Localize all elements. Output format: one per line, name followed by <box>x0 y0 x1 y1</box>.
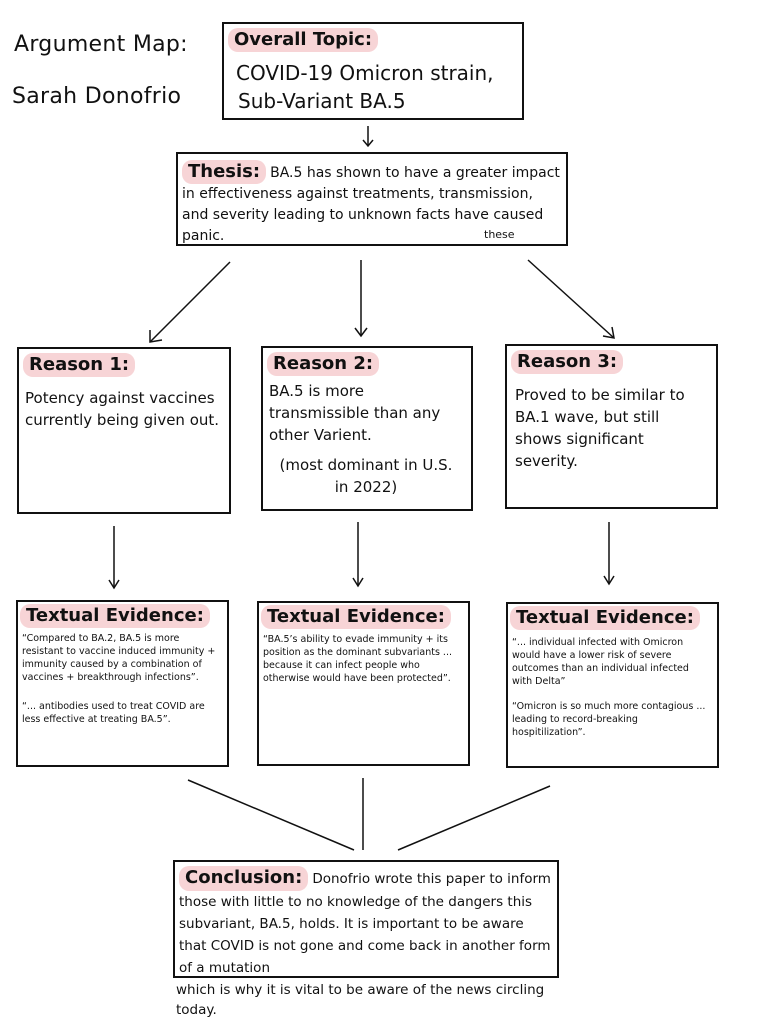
thesis-text: BA.5 has shown to have a greater impact … <box>182 165 560 244</box>
thesis-label: Thesis: <box>182 160 267 184</box>
evidence-label-3: Textual Evidence: <box>510 606 700 630</box>
evidence-quote-1b: “... antibodies used to treat COVID are … <box>22 701 205 725</box>
evidence-box-3: Textual Evidence: “... individual infect… <box>506 602 719 768</box>
reason-box-3: Reason 3: Proved to be similar to BA.1 w… <box>505 344 718 509</box>
conclusion-box: Conclusion:Donofrio wrote this paper to … <box>173 860 559 978</box>
reason-label-3: Reason 3: <box>511 350 624 374</box>
evidence-quote-3b: “Omicron is so much more contagious ... … <box>512 701 706 738</box>
thesis-box: Thesis:BA.5 has shown to have a greater … <box>176 152 568 246</box>
arrow-thesis-reason1 <box>149 261 231 343</box>
line-evidence1-conclusion <box>187 779 355 851</box>
reason-label-2: Reason 2: <box>267 352 380 376</box>
topic-label: Overall Topic: <box>228 28 379 52</box>
topic-line1: COVID-19 Omicron strain, <box>236 61 494 85</box>
evidence-box-2: Textual Evidence: “BA.5’s ability to eva… <box>257 601 470 766</box>
evidence-quote-3a: “... individual infected with Omicron wo… <box>512 637 689 687</box>
conclusion-text: Donofrio wrote this paper to inform thos… <box>179 871 551 976</box>
evidence-quote-1a: “Compared to BA.2, BA.5 is more resistan… <box>22 633 216 683</box>
reason-text-3: Proved to be similar to BA.1 wave, but s… <box>515 386 685 470</box>
arrow-thesis-reason3 <box>527 259 615 339</box>
reason-text-1: Potency against vaccines currently being… <box>25 389 220 429</box>
conclusion-label: Conclusion: <box>179 866 309 891</box>
thesis-insert-word: these <box>484 228 515 241</box>
reason-box-2: Reason 2: BA.5 is more transmissible tha… <box>261 346 473 511</box>
evidence-box-1: Textual Evidence: “Compared to BA.2, BA.… <box>16 600 229 767</box>
author-name: Sarah Donofrio <box>12 84 182 109</box>
reason-box-1: Reason 1: Potency against vaccines curre… <box>17 347 231 514</box>
reason-text-2: BA.5 is more transmissible than any othe… <box>269 382 441 444</box>
reason-text-2b: (most dominant in U.S. in 2022) <box>279 456 453 496</box>
conclusion-overflow-text: which is why it is vital to be aware of … <box>176 982 545 1018</box>
evidence-label-1: Textual Evidence: <box>20 604 210 628</box>
topic-line2: Sub-Variant BA.5 <box>238 89 406 113</box>
line-evidence3-conclusion <box>397 785 551 851</box>
map-title: Argument Map: <box>14 32 188 57</box>
topic-box: Overall Topic: COVID-19 Omicron strain, … <box>222 22 524 120</box>
evidence-quote-2a: “BA.5’s ability to evade immunity + its … <box>263 634 452 684</box>
evidence-label-2: Textual Evidence: <box>261 605 451 629</box>
reason-label-1: Reason 1: <box>23 353 136 377</box>
